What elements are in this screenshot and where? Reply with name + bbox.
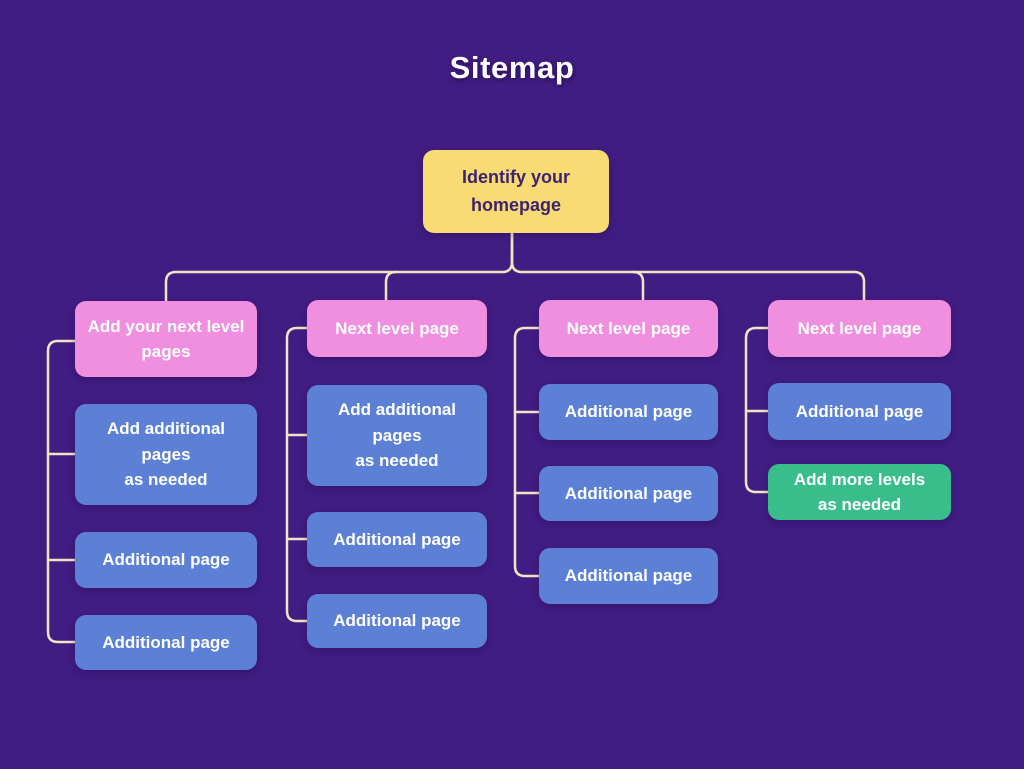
node-col2-head: Next level page: [307, 300, 487, 357]
node-col2-item1: Add additional pages as needed: [307, 385, 487, 486]
node-col1-item2: Additional page: [75, 532, 257, 588]
node-col3-item1: Additional page: [539, 384, 718, 440]
node-col2-item3: Additional page: [307, 594, 487, 648]
node-col4-item2: Add more levels as needed: [768, 464, 951, 520]
node-col1-item3: Additional page: [75, 615, 257, 670]
connector-root-right: [510, 231, 866, 302]
node-col3-head: Next level page: [539, 300, 718, 357]
node-col3-item2: Additional page: [539, 466, 718, 521]
node-col1-item1: Add additional pages as needed: [75, 404, 257, 505]
node-homepage: Identify your homepage: [423, 150, 609, 233]
node-col3-item3: Additional page: [539, 548, 718, 604]
node-col4-head: Next level page: [768, 300, 951, 357]
connector-rail-col2: [285, 326, 309, 623]
connector-root-left: [164, 231, 514, 303]
connector-drop-col2: [384, 270, 398, 302]
connector-rail-col1: [46, 339, 77, 644]
node-col1-head: Add your next level pages: [75, 301, 257, 377]
node-col2-item2: Additional page: [307, 512, 487, 567]
connector-rail-col3: [513, 326, 541, 578]
connector-drop-col3: [631, 270, 645, 302]
page-title: Sitemap: [449, 50, 575, 85]
node-col4-item1: Additional page: [768, 383, 951, 440]
